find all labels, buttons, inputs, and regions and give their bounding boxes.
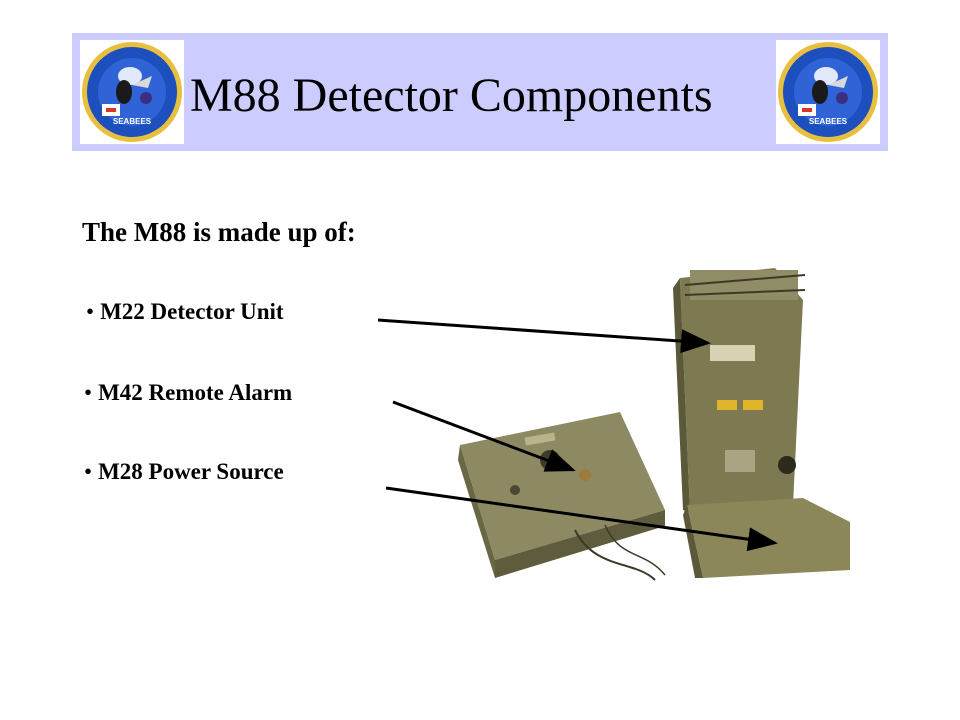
bullet-label: M28 Power Source — [98, 459, 284, 484]
bullet-m28-power-source: •M28 Power Source — [84, 459, 284, 485]
m88-detector-photo — [455, 260, 870, 590]
slide-title: M88 Detector Components — [190, 69, 713, 122]
bullet-glyph: • — [84, 459, 93, 484]
svg-text:SEABEES: SEABEES — [809, 117, 848, 126]
svg-text:SEABEES: SEABEES — [113, 117, 152, 126]
title-bar — [72, 33, 888, 151]
bullet-m42-remote-alarm: •M42 Remote Alarm — [84, 380, 292, 406]
components-heading: The M88 is made up of: — [82, 217, 356, 247]
seabees-emblem-icon: SEABEES — [80, 40, 184, 144]
seabees-emblem-icon: SEABEES — [776, 40, 880, 144]
bullet-m22-detector-unit: •M22 Detector Unit — [86, 299, 284, 325]
bullet-label: M22 Detector Unit — [100, 299, 284, 324]
bullet-glyph: • — [86, 299, 95, 324]
bullet-label: M42 Remote Alarm — [98, 380, 293, 405]
bullet-glyph: • — [84, 380, 93, 405]
